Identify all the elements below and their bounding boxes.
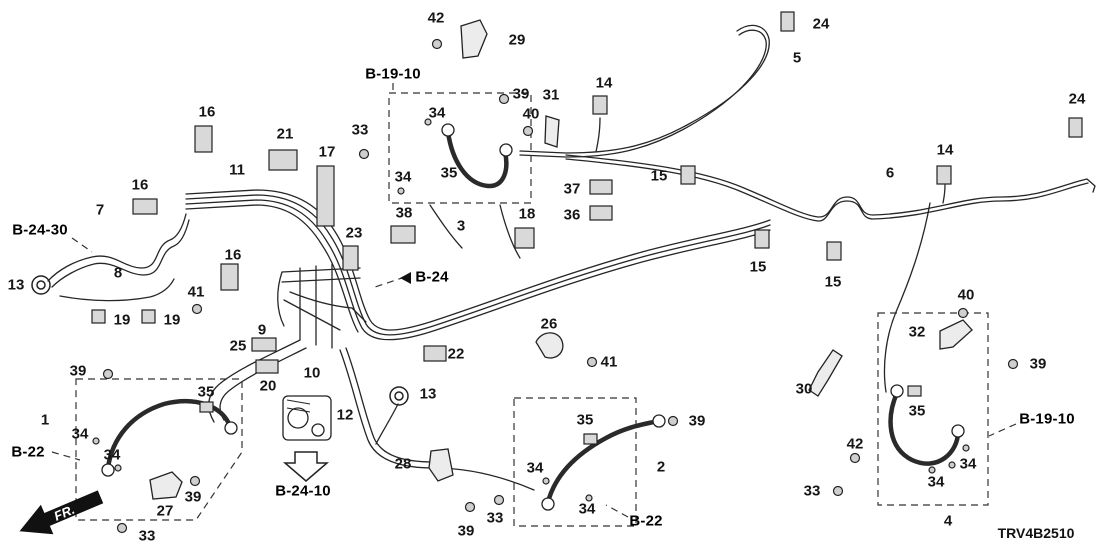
b24-arrow-icon	[400, 272, 411, 284]
diagram-code: TRV4B2510	[997, 525, 1075, 541]
b24-10-down-arrow-icon	[282, 451, 330, 482]
fr-direction-arrow-icon: FR.	[19, 490, 104, 535]
abs-modulator-drawing	[282, 395, 332, 441]
